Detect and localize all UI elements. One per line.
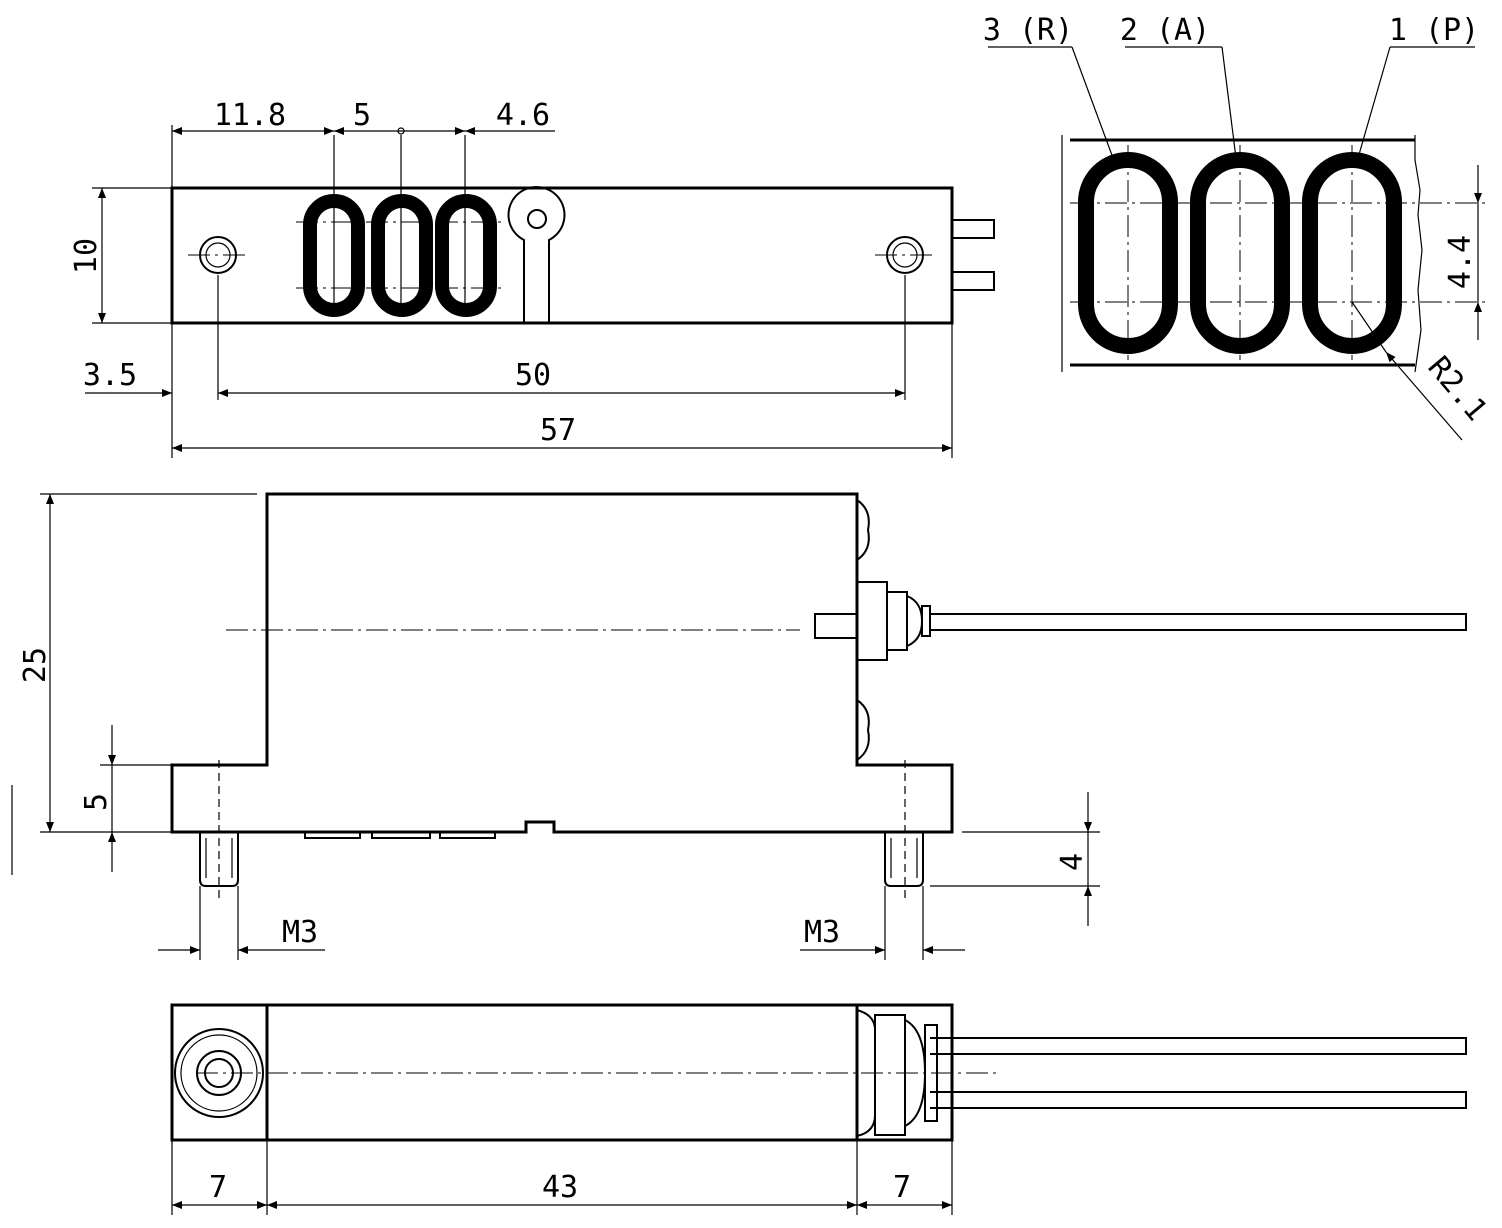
top-view-body — [170, 186, 954, 325]
thread-label-right: M3 — [804, 915, 840, 950]
side-view-fitting — [814, 499, 931, 761]
mounting-hole-left — [188, 236, 250, 274]
mounting-hole-right — [875, 236, 937, 274]
thread-stud-left — [199, 760, 239, 900]
bottom-view-tube-1 — [930, 1037, 1467, 1055]
dim-top-height: 10 — [69, 238, 104, 274]
bottom-view-fitting — [856, 1009, 938, 1137]
dim-side-height: 25 — [18, 647, 53, 683]
dim-port-offset: 11.8 — [214, 98, 286, 133]
dim-edge-to-hole: 3.5 — [83, 358, 137, 393]
dim-bottom-middle: 43 — [542, 1170, 578, 1205]
dim-bottom-right: 7 — [893, 1170, 911, 1205]
detail-view: 3 (R) 2 (A) 1 (P) 4.4 R2.1 — [983, 13, 1494, 441]
dim-port-pitch: 5 — [353, 98, 371, 133]
thread-stud-right — [884, 760, 924, 900]
port-slot-2 — [371, 194, 433, 317]
top-view-connector — [951, 219, 995, 291]
bottom-view: 7 43 7 — [170, 1003, 1467, 1215]
dim-total-length: 57 — [540, 413, 576, 448]
dim-hole-spacing: 50 — [515, 358, 551, 393]
dim-radius: R2.1 — [1421, 350, 1494, 428]
dim-slot-length: 4.4 — [1443, 235, 1478, 289]
side-view-tube — [930, 613, 1467, 631]
dim-bottom-left: 7 — [209, 1170, 227, 1205]
dim-port-spacing: 4.6 — [496, 98, 550, 133]
thread-label-left: M3 — [282, 915, 318, 950]
label-port-1: 1 (P) — [1389, 13, 1479, 48]
dim-flange-thickness: 5 — [79, 793, 114, 811]
port-slot-1 — [435, 194, 497, 317]
side-view-body — [170, 492, 954, 834]
side-view: 25 5 4 M3 M3 — [11, 492, 1467, 960]
keyhole-slot — [507, 186, 566, 323]
top-view: 10 11.8 5 4.6 3.5 50 57 — [69, 98, 995, 458]
label-port-3: 3 (R) — [983, 13, 1073, 48]
label-port-2: 2 (A) — [1120, 13, 1210, 48]
bottom-view-tube-2 — [930, 1091, 1467, 1109]
dim-thread-length: 4 — [1055, 853, 1090, 871]
